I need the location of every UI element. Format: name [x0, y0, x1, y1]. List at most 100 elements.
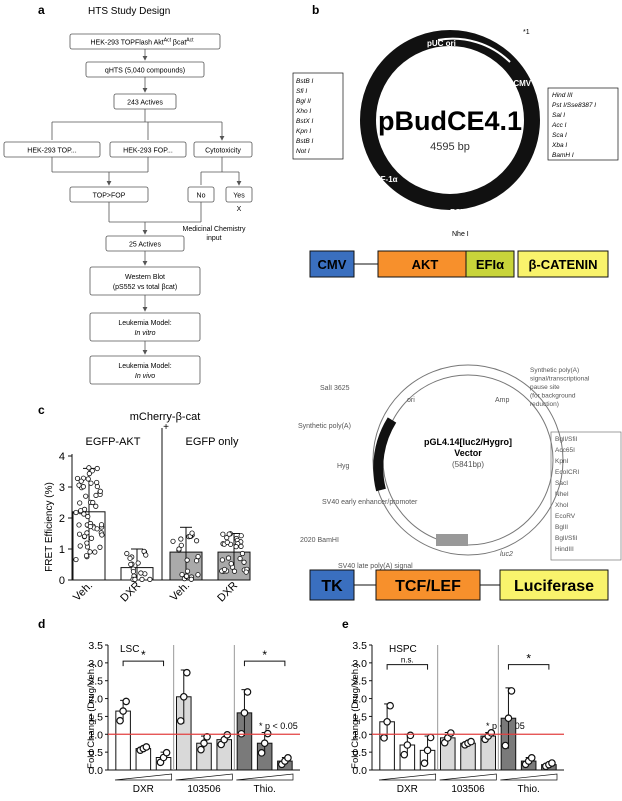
construct2-luc-block — [499, 569, 609, 601]
plasmid1-name: pBudCE4.1 — [378, 106, 522, 136]
chart-dose-wedge — [439, 773, 497, 781]
chart-ytick-label: 1.5 — [352, 711, 367, 723]
flow-box-fop: HEK-293 FOP... — [123, 148, 173, 155]
chart-c-point — [124, 550, 130, 557]
chart-c-point — [179, 571, 185, 578]
chart-c-point — [81, 533, 88, 539]
syn-note-line-3: (for background — [530, 393, 576, 400]
chart-point — [119, 707, 127, 715]
chart-c-point — [233, 544, 239, 550]
right-site-1: Pst I/Sse8387 I — [552, 102, 596, 109]
chart-c-point — [195, 572, 201, 578]
chart-point — [240, 709, 249, 717]
syn-note-line-0: Synthetic poly(A) — [530, 367, 579, 374]
chart-c-point — [73, 509, 79, 516]
chart-c-point — [85, 476, 91, 482]
chart-c-point — [228, 561, 234, 567]
chart-c-point — [84, 540, 90, 546]
plasmid-map-1: pBudCE4.1 4595 bp pUC ori PCMV PEF-1α PS… — [292, 29, 619, 238]
chart-point — [507, 687, 516, 695]
chart-c-ytick-label: 4 — [59, 451, 65, 463]
feat2-hyg: Hyg — [337, 463, 350, 470]
chart-c-group2: EGFP only — [186, 436, 239, 448]
chart-c-point — [73, 556, 79, 563]
chart-point — [487, 729, 496, 737]
flow-box-wb: Western Blot — [125, 274, 165, 281]
chart-c-point — [170, 538, 176, 544]
construct1-ef: EFIα — [476, 257, 504, 272]
chart-point — [179, 692, 188, 701]
chart-c-point — [127, 555, 133, 561]
right-site-3: Acc I — [551, 122, 567, 129]
chart-c-point — [97, 488, 103, 494]
fret-chart: c mCherry-β-cat + EGFP-AKT EGFP only FRE… — [38, 403, 251, 605]
chart-sig-label: * — [526, 652, 531, 666]
flow-title: HTS Study Design — [88, 6, 170, 17]
lsc-chart: d LSC * p < 0.05 Fold Change (Drug/Veh.)… — [38, 617, 300, 795]
construct1-cmv-block — [309, 250, 355, 278]
chart-dose-wedge — [378, 773, 437, 781]
chart-point — [257, 749, 266, 757]
chart-ytick-label: 3.0 — [88, 658, 103, 670]
flow-box-cytotox: Cytotoxicity — [205, 148, 241, 155]
flow-box-hek: HEK-293 TOPFlash AktAct βcatAct — [90, 38, 194, 47]
chart-c-ytick-label: 1 — [59, 544, 65, 556]
left-site-2: Bgl II — [296, 98, 311, 105]
chart-point — [243, 688, 252, 696]
chart-c-toplabel: mCherry-β-cat — [130, 411, 201, 423]
chart-point — [183, 668, 191, 677]
mcs-site-1: Acc65I — [555, 447, 575, 454]
chart-point — [162, 748, 171, 757]
chart-sig-bracket — [386, 664, 429, 670]
left-site-7: Not I — [296, 148, 310, 155]
chart-point — [420, 759, 429, 768]
left-site-0: BstB I — [296, 78, 314, 85]
plasmid1-size: 4595 bp — [430, 141, 470, 153]
panel-b: b pBudCE4.1 4595 bp pUC ori PCMV PEF-1α … — [290, 0, 622, 610]
feat2-sv40late: SV40 late poly(A) signal — [338, 563, 413, 570]
chart-d-inset: LSC — [120, 644, 139, 655]
chart-ytick-label: 2.0 — [88, 694, 103, 706]
mcs-site-4: SacI — [555, 480, 568, 487]
panel-letter-a: a — [38, 3, 45, 17]
chart-c-point — [80, 484, 86, 490]
chart-e-inset: HSPC — [389, 644, 417, 655]
chart-c-point — [143, 552, 149, 558]
feat2-sv40early: SV40 early enhancer/promoter — [322, 499, 418, 506]
chart-point — [176, 717, 185, 725]
feat2-bamhi: 2020 BamHI — [300, 537, 339, 544]
chart-point — [263, 729, 272, 738]
mcs-site-0: BglI/SfiI — [555, 436, 578, 443]
chart-c-point — [241, 559, 247, 565]
plasmid2-name2: Vector — [454, 448, 482, 458]
flow-box-243: 243 Actives — [127, 100, 163, 107]
chart-c-point — [238, 533, 244, 539]
chart-c-point — [87, 549, 93, 555]
chart-c-xlabel: Veh. — [168, 580, 192, 604]
syn-note-line-2: pause site — [530, 384, 560, 391]
feat-pcmv: PCMV — [508, 79, 532, 88]
chart-ytick-label: 2.0 — [352, 694, 367, 706]
chart-c-point — [98, 522, 105, 528]
chart-c-xlabel: Veh. — [71, 580, 95, 604]
chart-c-point — [86, 471, 92, 477]
chart-point — [284, 754, 292, 762]
feat-psv40: PSV40 — [450, 208, 475, 217]
flow-box-leuk1: Leukemia Model: — [118, 320, 171, 327]
synthetic-note: Synthetic poly(A)signal/transcriptionalp… — [530, 367, 590, 408]
chart-c-xlabel: DXR — [118, 580, 143, 605]
chart-c-point — [178, 536, 184, 542]
chart-point — [406, 731, 415, 740]
chart-c-point — [237, 555, 243, 562]
chart-dose-wedge — [236, 773, 294, 781]
chart-c-point — [94, 483, 100, 490]
chart-group-label: DXR — [133, 784, 154, 795]
flow-x-mark: X — [237, 206, 242, 213]
feat-pef: PEF-1α — [370, 175, 398, 184]
chart-group-label: 103506 — [187, 784, 221, 795]
chart-point — [116, 716, 124, 725]
feat2-synpa: Synthetic poly(A) — [298, 423, 351, 430]
panel-c: c mCherry-β-cat + EGFP-AKT EGFP only FRE… — [0, 400, 290, 610]
chart-group-label: DXR — [397, 784, 418, 795]
chart-c-point — [94, 526, 100, 532]
